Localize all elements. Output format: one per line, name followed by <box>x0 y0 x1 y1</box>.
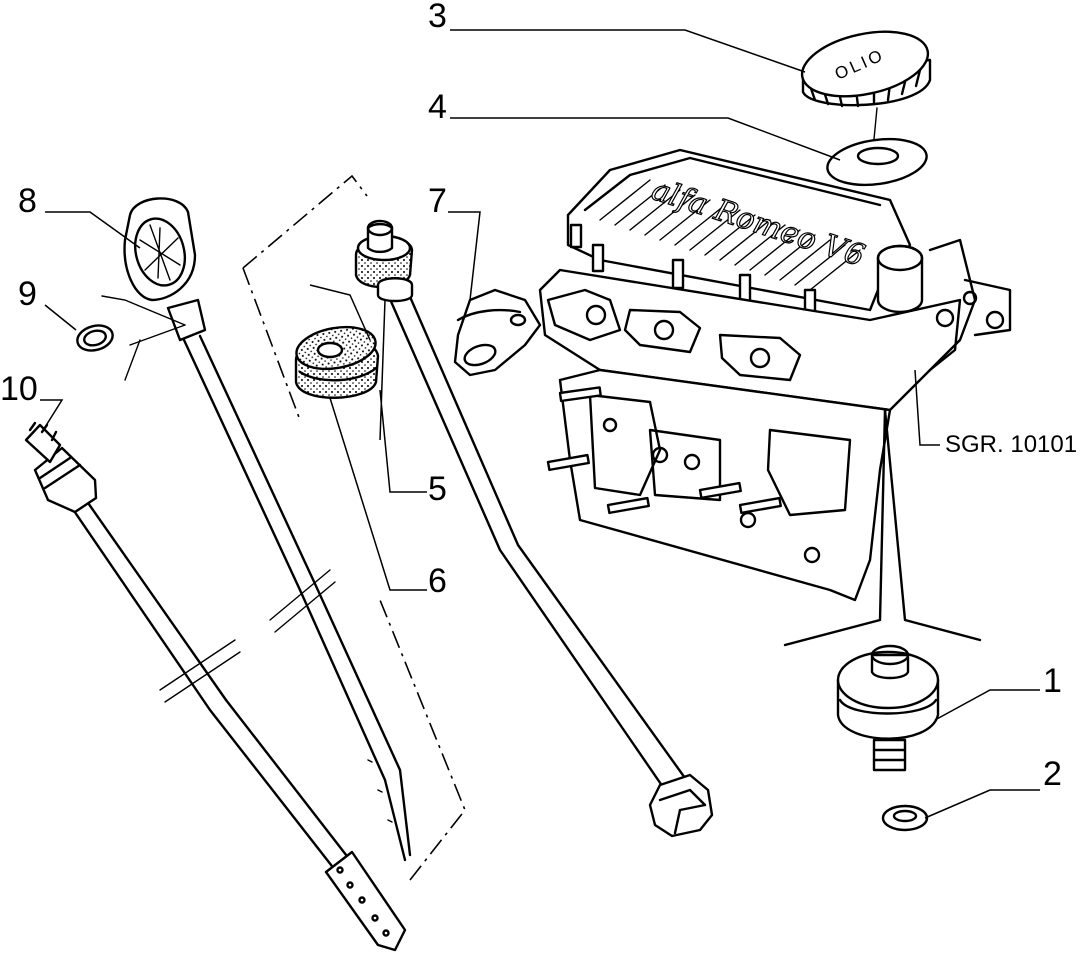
label-10: 10 <box>0 370 38 408</box>
label-8: 8 <box>18 182 37 220</box>
label-9: 9 <box>18 275 37 313</box>
label-1: 1 <box>1043 662 1062 700</box>
oil-filler-cap-icon: OLIO <box>800 30 932 108</box>
oil-level-sensor-icon <box>24 421 407 952</box>
mounting-bracket-icon <box>453 288 542 377</box>
drawing-reference: SGR. 10101 <box>945 431 1077 458</box>
label-6: 6 <box>428 562 447 600</box>
part-labels: 3 4 7 8 9 10 5 6 1 2 SGR. 10101 <box>0 0 1077 793</box>
dipstick-guide-tube-icon <box>354 219 714 838</box>
oil-pressure-sender-icon <box>836 644 940 772</box>
label-4: 4 <box>428 88 447 126</box>
leader-lines <box>40 29 1040 819</box>
label-3: 3 <box>428 0 447 35</box>
engine-cylinder-head-icon: alfa Romeo V6 <box>538 148 1012 602</box>
label-7: 7 <box>428 182 447 220</box>
rubber-grommet-icon <box>294 325 380 399</box>
oil-dipstick-icon <box>123 197 412 862</box>
o-ring-icon <box>76 295 186 381</box>
label-5: 5 <box>428 470 447 508</box>
sealing-washer-icon <box>881 804 929 832</box>
label-2: 2 <box>1043 755 1062 793</box>
assembly-outline-dashed <box>242 174 466 881</box>
sender-location-lines <box>783 408 982 647</box>
cap-gasket-icon <box>826 137 928 187</box>
